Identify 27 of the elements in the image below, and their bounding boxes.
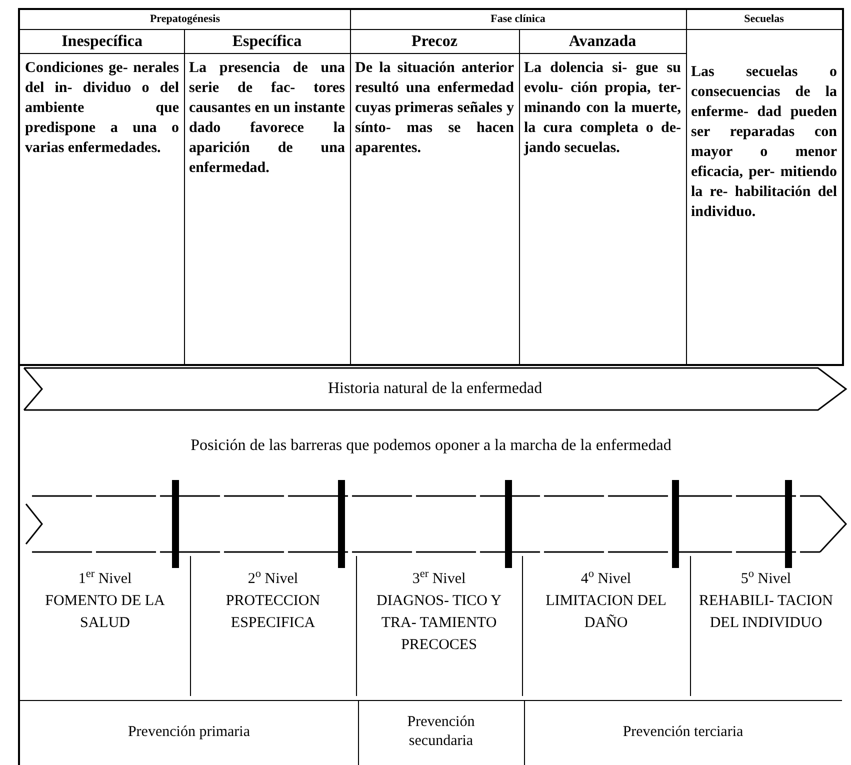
- level-number: 2$^{o}$ Nivel: [248, 568, 298, 589]
- level-number: 5$^{o}$ Nivel: [740, 568, 792, 589]
- description-text: De la situación anterior resultó una enfermedad cuyas primeras señales y sínto- mas se hacen aparentes.: [355, 59, 514, 158]
- caption-text: Posición de las barreras que podemos oponer a la marcha de la enfermedad: [190, 436, 672, 456]
- column-header: Secuelas: [744, 12, 784, 28]
- prevention-label: Prevención primaria: [126, 722, 252, 742]
- level-name: PROTECCION ESPECIFICA: [224, 592, 322, 633]
- column-header: Fase clínica: [490, 12, 546, 28]
- description-text: Condiciones ge- nerales del in- dividuo o del ambiente que predispone a una o varias enfermedades.: [25, 59, 179, 158]
- level-number: 3$^{er}$ Nivel: [412, 568, 466, 589]
- band-label: Historia natural de la enfermedad: [328, 379, 542, 399]
- subheader: Avanzada: [568, 32, 636, 52]
- prevention-label: Prevención secundaria: [406, 713, 476, 751]
- level-name: REHABILI- TACION DEL INDIVIDUO: [698, 592, 834, 633]
- level-name: LIMITACION DEL DAÑO: [544, 592, 668, 633]
- subheader: Específica: [232, 32, 302, 52]
- subheader: Precoz: [412, 32, 458, 52]
- level-number: 1$^{er}$ Nivel: [78, 568, 132, 589]
- description-text: La dolencia si- gue su evolu- ción propia, ter- minando con la muerte, la cura completa o de- jando secuelas.: [524, 59, 681, 158]
- prevention-label: Prevención terciaria: [622, 722, 744, 742]
- subheader: Inespecífica: [62, 32, 142, 52]
- level-number: 4$^{o}$ Nivel: [580, 568, 632, 589]
- column-header: Prepatogénesis: [150, 12, 220, 28]
- description-text: La presencia de una serie de fac- tores causantes en un instante dado favorece la aparición de una enfermedad.: [189, 59, 345, 178]
- level-name: FOMENTO DE LA SALUD: [44, 592, 166, 633]
- description-text: Las secuelas o consecuencias de la enferme- dad pueden ser reparadas con mayor o menor eficacia, per- mitiendo la re- habilitación del individuo.: [691, 63, 837, 222]
- level-name: DIAGNOS- TICO Y TRA- TAMIENTO PRECOCES: [376, 592, 502, 655]
